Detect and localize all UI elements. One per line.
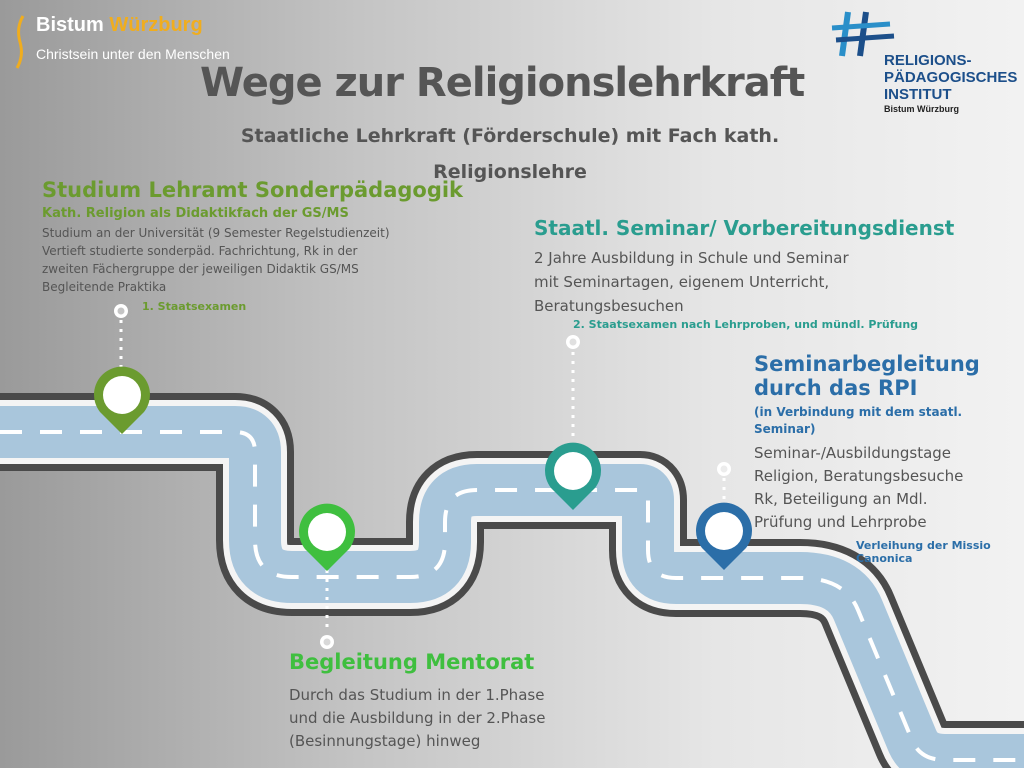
station2-body: 2 Jahre Ausbildung in Schule und Seminar…	[534, 249, 849, 315]
station3-subheading: (in Verbindung mit dem staatl. Seminar)	[754, 405, 963, 436]
bistum-logo-tagline: Christsein unter den Menschen	[36, 46, 230, 62]
station1-heading: Studium Lehramt Sonderpädagogik	[42, 178, 464, 202]
station3-body: Seminar-/Ausbildungstage Religion, Berat…	[754, 444, 964, 531]
rpi-logo-text: RELIGIONS- PÄDAGOGISCHES INSTITUT	[884, 52, 1018, 103]
map-pin-icon-3	[545, 442, 601, 510]
rpi-logo-sub: Bistum Würzburg	[884, 104, 959, 114]
page-subtitle: Staatliche Lehrkraft (Förderschule) mit …	[240, 125, 780, 183]
station2-exam: 2. Staatsexamen nach Lehrproben, und mün…	[573, 318, 919, 331]
station1-subheading: Kath. Religion als Didaktikfach der GS/M…	[42, 206, 349, 221]
map-pin-icon-1	[94, 366, 150, 434]
station3-heading: Seminarbegleitung durch das RPI	[754, 352, 980, 400]
bistum-logo-name: Bistum Würzburg	[36, 14, 203, 36]
station4-heading: Begleitung Mentorat	[289, 650, 535, 674]
station3-exam: Verleihung der Missio Canonica	[856, 539, 991, 565]
page-title: Wege zur Religionslehrkraft	[200, 60, 805, 106]
station1-body: Studium an der Universität (9 Semester R…	[42, 226, 390, 294]
map-pin-icon-4	[696, 502, 752, 570]
station1-exam: 1. Staatsexamen	[142, 300, 247, 313]
station4-body: Durch das Studium in der 1.Phase und die…	[289, 686, 546, 750]
map-pin-icon-2	[299, 503, 355, 571]
road-center-dashes	[0, 430, 1024, 762]
rpi-logo-mark-icon	[831, 11, 895, 57]
bistum-logo-mark-icon	[15, 15, 25, 69]
station2-heading: Staatl. Seminar/ Vorbereitungsdienst	[534, 216, 955, 240]
